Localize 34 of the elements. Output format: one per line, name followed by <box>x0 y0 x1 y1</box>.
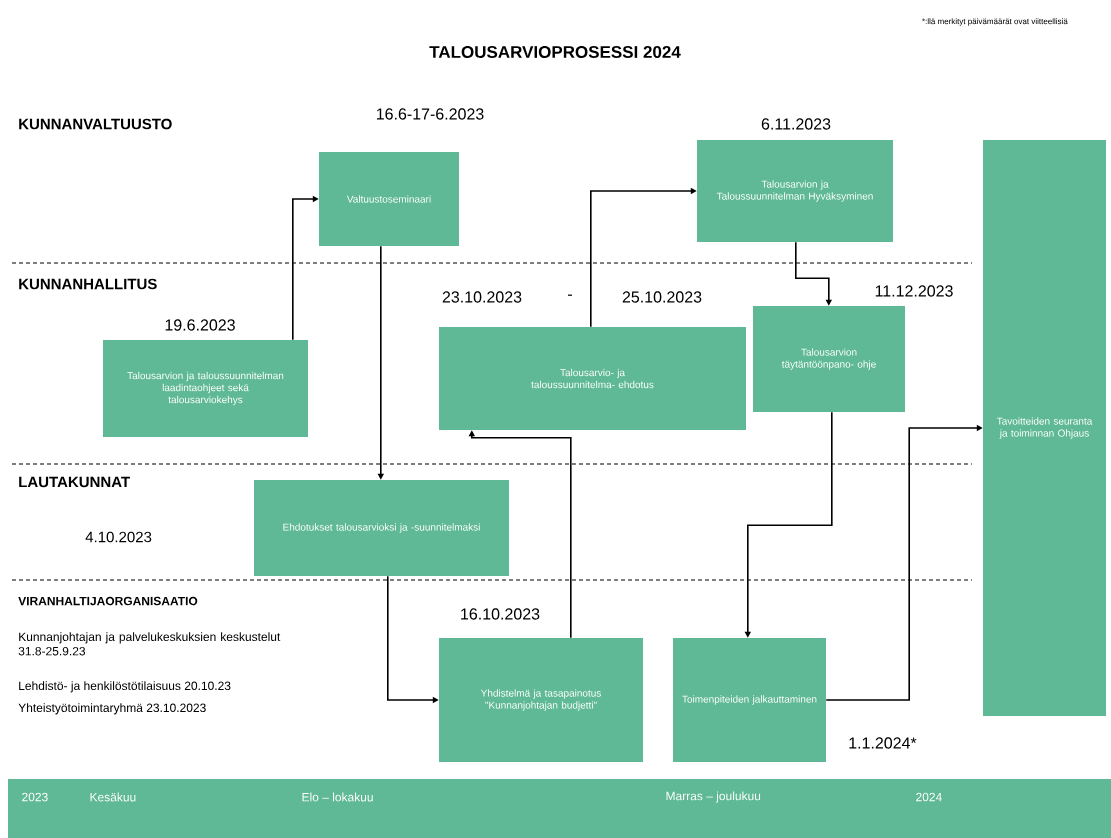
date-label: 4.10.2023 <box>85 531 152 543</box>
date-label: 25.10.2023 <box>622 291 702 303</box>
timeline-label: Kesäkuu <box>90 792 136 802</box>
process-box: Talousarvion täytäntöönpano- ohje <box>753 306 905 412</box>
process-box: Valtuustoseminaari <box>319 152 459 246</box>
date-label: 11.12.2023 <box>875 285 953 297</box>
date-label: - <box>568 294 572 296</box>
process-box: Talousarvion ja Taloussuunnitelman Hyväksyminen <box>697 140 893 242</box>
timeline-bar <box>8 779 1111 838</box>
timeline-label: 2024 <box>916 792 942 802</box>
timeline-label: 2023 <box>22 792 48 802</box>
process-box: Tavoitteiden seuranta ja toiminnan Ohjaus <box>983 140 1106 716</box>
lane-heading: KUNNANVALTUUSTO <box>19 118 172 130</box>
timeline-label: Elo – lokakuu <box>302 792 373 802</box>
lane-heading: KUNNANHALLITUS <box>19 278 157 290</box>
date-label: 19.6.2023 <box>165 319 235 331</box>
process-box: Talousarvio- ja taloussuunnitelma- ehdotus <box>439 327 746 430</box>
note-text: Lehdistö- ja henkilöstötilaisuus 20.10.23 <box>19 681 231 693</box>
date-label: 6.11.2023 <box>761 118 831 130</box>
title: TALOUSARVIOPROSESSI 2024 <box>429 46 681 59</box>
note-text: Kunnanjohtajan ja palvelukeskuksien keskustelut 31.8-25.9.23 <box>18 632 281 656</box>
note-text: Yhteistyötoimintaryhmä 23.10.2023 <box>18 703 206 715</box>
footnote: *:llä merkityt päivämäärät ovat viitteellisiä <box>922 18 1068 26</box>
lane-heading: VIRANHALTIJAORGANISAATIO <box>18 596 198 606</box>
process-box: Ehdotukset talousarvioksi ja -suunnitelmaksi <box>254 480 509 576</box>
process-box: Yhdistelmä ja tasapainotus "Kunnanjohtajan budjetti" <box>439 638 643 762</box>
date-label: 16.6-17-6.2023 <box>376 108 484 120</box>
date-label: 1.1.2024* <box>849 737 917 749</box>
lane-heading: LAUTAKUNNAT <box>19 476 130 488</box>
process-box: Talousarvion ja taloussuunnitelman laadintaohjeet sekä talousarviokehys <box>103 340 308 437</box>
timeline-label: Marras – joulukuu <box>666 791 761 803</box>
date-label: 16.10.2023 <box>461 608 540 620</box>
process-box: Toimenpiteiden jalkauttaminen <box>673 638 826 762</box>
date-label: 23.10.2023 <box>442 291 522 303</box>
